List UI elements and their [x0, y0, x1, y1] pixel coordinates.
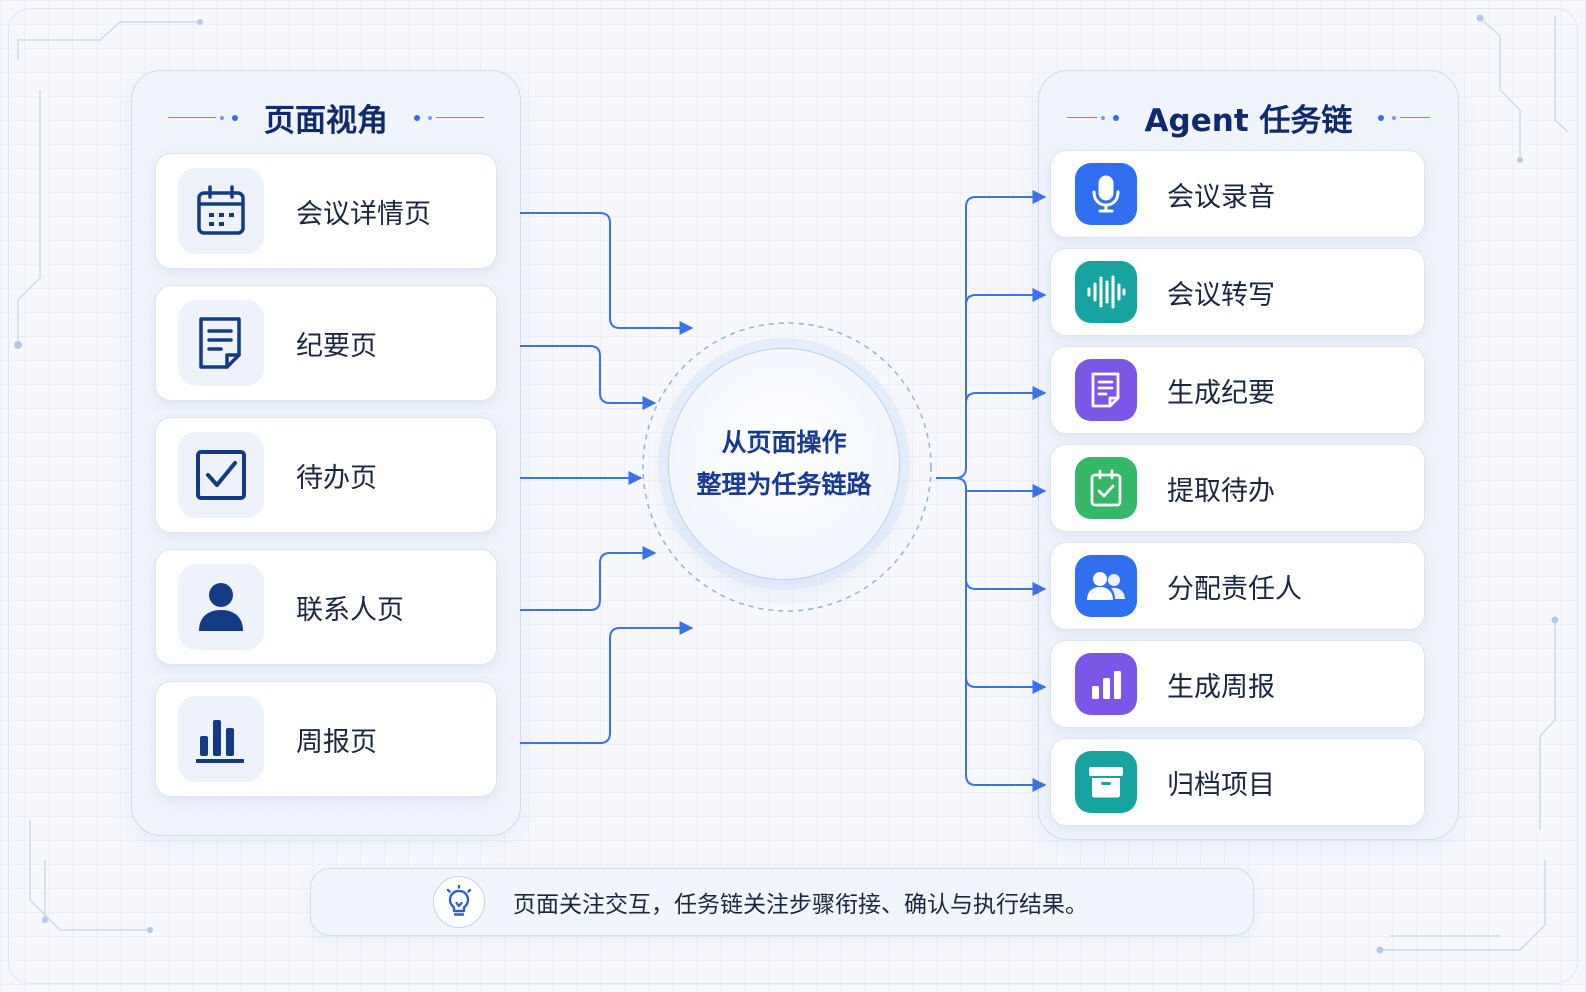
right-item-generate-weekly-report[interactable]: 生成周报	[1050, 640, 1425, 728]
arrow-contacts	[520, 546, 657, 611]
item-label: 会议录音	[1167, 181, 1275, 213]
trunk-down	[954, 477, 977, 786]
item-label: 归档项目	[1167, 769, 1275, 801]
item-label: 周报页	[296, 726, 377, 758]
lightbulb-icon	[433, 876, 485, 928]
left-item-weekly-report[interactable]: 周报页	[155, 681, 497, 797]
center-line-1: 从页面操作	[721, 428, 847, 457]
footer-note: 页面关注交互，任务链关注步骤衔接、确认与执行结果。	[310, 868, 1254, 936]
right-item-generate-minutes[interactable]: 生成纪要	[1050, 346, 1425, 434]
left-panel-title: 页面视角	[264, 103, 388, 139]
person-icon	[178, 564, 264, 650]
arrow-weekly-report	[520, 621, 694, 744]
left-item-meeting-detail[interactable]: 会议详情页	[155, 153, 497, 269]
item-label: 生成周报	[1167, 671, 1275, 703]
left-item-todo[interactable]: 待办页	[155, 417, 497, 533]
title-ornament	[410, 114, 484, 121]
footer-text: 页面关注交互，任务链关注步骤衔接、确认与执行结果。	[513, 892, 1088, 918]
right-item-archive-project[interactable]: 归档项目	[1050, 738, 1425, 826]
right-panel-title: Agent 任务链	[1144, 103, 1353, 139]
clipboard-check-icon	[1075, 457, 1137, 519]
title-ornament	[168, 114, 242, 121]
item-label: 提取待办	[1167, 475, 1275, 507]
left-item-minutes[interactable]: 纪要页	[155, 285, 497, 401]
arrow-minutes	[520, 345, 657, 410]
center-dashed-ring	[642, 322, 932, 612]
arrow-meeting-detail	[520, 212, 694, 335]
waveform-icon	[1075, 261, 1137, 323]
item-label: 纪要页	[296, 330, 377, 362]
right-item-assign-owner[interactable]: 分配责任人	[1050, 542, 1425, 630]
left-item-contacts[interactable]: 联系人页	[155, 549, 497, 665]
microphone-icon	[1075, 163, 1137, 225]
title-ornament	[1374, 114, 1431, 121]
right-panel-header: Agent 任务链	[1039, 95, 1458, 140]
item-label: 联系人页	[296, 594, 404, 626]
left-panel-header: 页面视角	[132, 95, 520, 140]
people-icon	[1075, 555, 1137, 617]
right-item-meeting-recording[interactable]: 会议录音	[1050, 150, 1425, 238]
center-node: 从页面操作 整理为任务链路	[668, 348, 900, 580]
bar-chart-icon	[178, 696, 264, 782]
right-item-extract-todos[interactable]: 提取待办	[1050, 444, 1425, 532]
item-label: 生成纪要	[1167, 377, 1275, 409]
center-line-2: 整理为任务链路	[696, 470, 872, 499]
right-item-transcription[interactable]: 会议转写	[1050, 248, 1425, 336]
item-label: 分配责任人	[1167, 573, 1302, 605]
calendar-icon	[178, 168, 264, 254]
document-icon	[178, 300, 264, 386]
item-label: 会议转写	[1167, 279, 1275, 311]
trunk-up	[936, 196, 977, 479]
bar-chart-icon	[1075, 653, 1137, 715]
item-label: 会议详情页	[296, 198, 431, 230]
archive-box-icon	[1075, 751, 1137, 813]
checkbox-icon	[178, 432, 264, 518]
outer-frame	[8, 8, 1578, 984]
title-ornament	[1066, 114, 1123, 121]
item-label: 待办页	[296, 462, 377, 494]
document-icon	[1075, 359, 1137, 421]
